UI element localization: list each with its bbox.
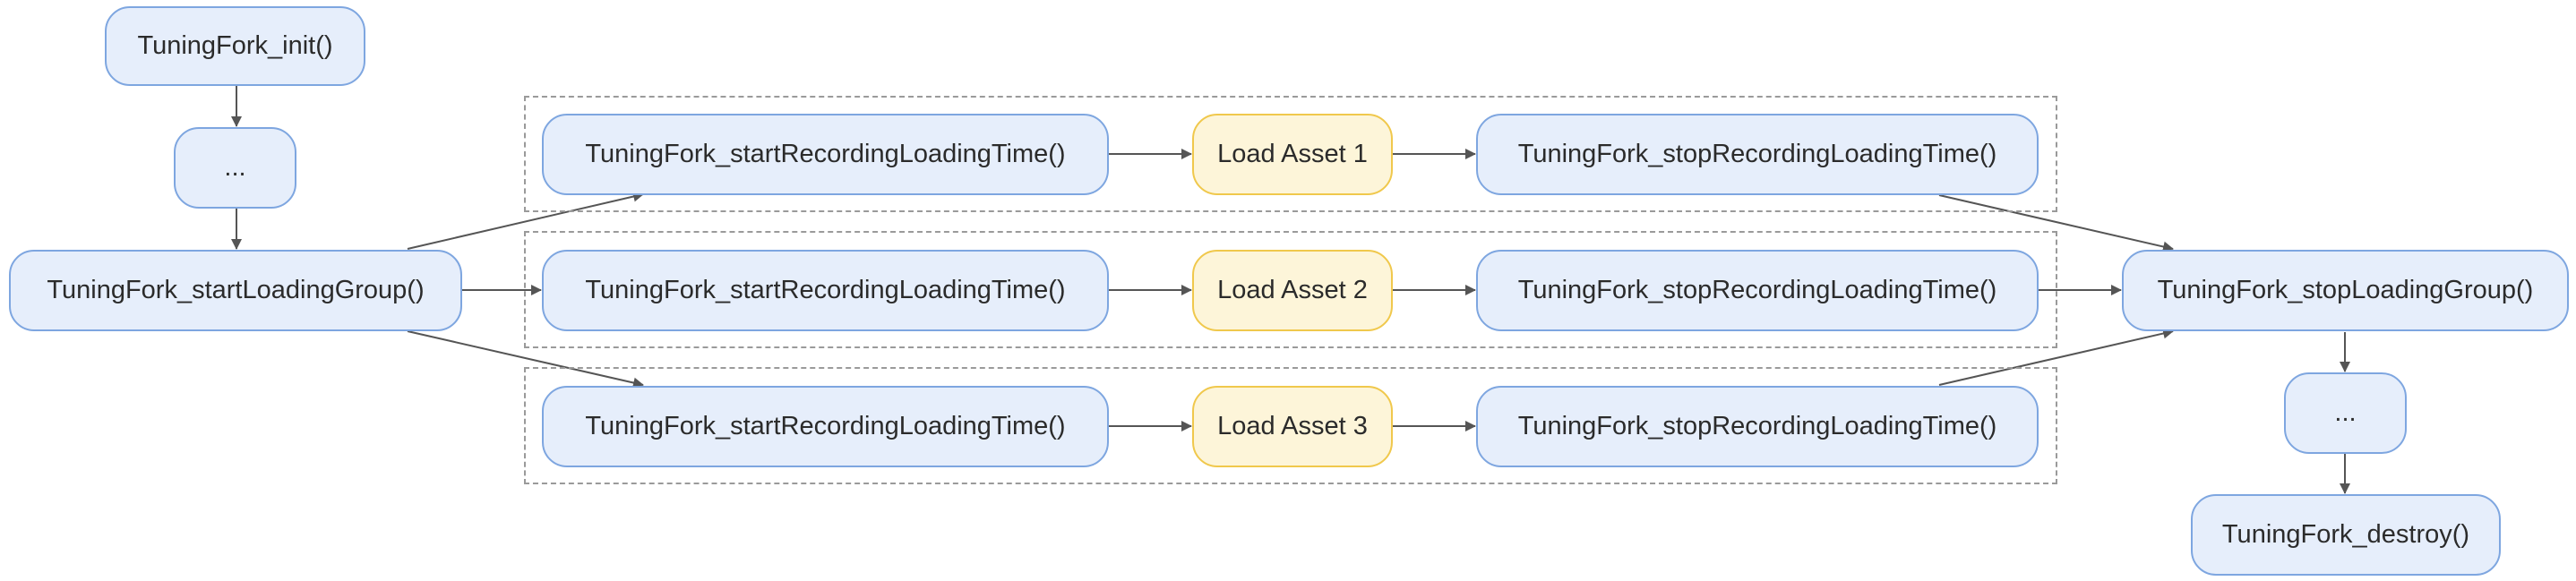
node-ellipsis-bottom[interactable]: ... [2284, 372, 2407, 454]
node-stop-loading-group[interactable]: TuningFork_stopLoadingGroup() [2122, 250, 2569, 331]
recording-group-3 [524, 367, 2057, 484]
node-start-recording-3[interactable]: TuningFork_startRecordingLoadingTime() [542, 386, 1109, 467]
node-load-asset-1[interactable]: Load Asset 1 [1192, 114, 1393, 195]
node-init[interactable]: TuningFork_init() [105, 6, 365, 86]
node-start-recording-1[interactable]: TuningFork_startRecordingLoadingTime() [542, 114, 1109, 195]
node-ellipsis-top[interactable]: ... [174, 127, 296, 209]
recording-group-2 [524, 231, 2057, 348]
edge-stop-recording-1-to-stop-group [1938, 194, 2174, 252]
node-load-asset-2[interactable]: Load Asset 2 [1192, 250, 1393, 331]
edge-start-group-to-recording-1 [407, 191, 644, 250]
node-start-loading-group[interactable]: TuningFork_startLoadingGroup() [9, 250, 462, 331]
recording-group-1 [524, 96, 2057, 212]
node-stop-recording-3[interactable]: TuningFork_stopRecordingLoadingTime() [1476, 386, 2039, 467]
node-start-recording-2[interactable]: TuningFork_startRecordingLoadingTime() [542, 250, 1109, 331]
node-load-asset-3[interactable]: Load Asset 3 [1192, 386, 1393, 467]
edge-start-group-to-recording-3 [407, 330, 644, 389]
edge-stop-recording-3-to-stop-group [1938, 328, 2174, 386]
node-stop-recording-2[interactable]: TuningFork_stopRecordingLoadingTime() [1476, 250, 2039, 331]
node-stop-recording-1[interactable]: TuningFork_stopRecordingLoadingTime() [1476, 114, 2039, 195]
node-destroy[interactable]: TuningFork_destroy() [2191, 494, 2501, 576]
